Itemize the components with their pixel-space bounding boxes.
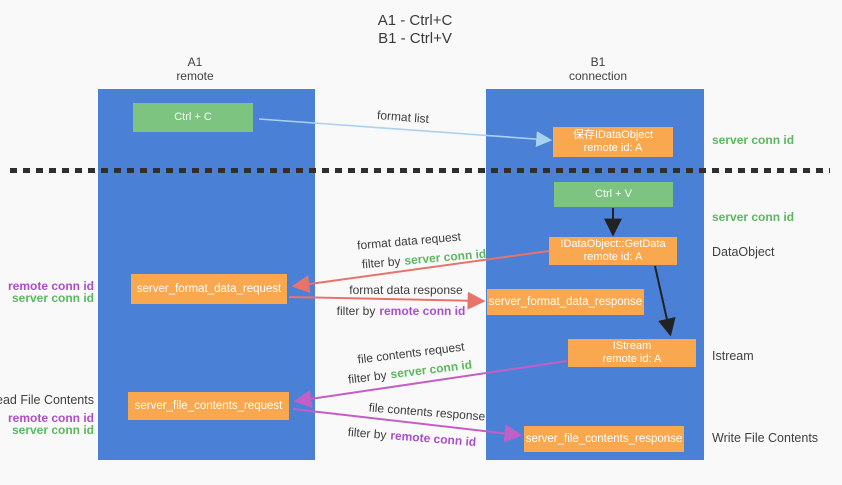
node-server-file-contents-request-label: server_file_contents_request: [134, 399, 283, 412]
node-server-format-data-request-label: server_format_data_request: [136, 282, 282, 295]
node-save-idataobject-line1: 保存IDataObject: [572, 129, 654, 141]
lane-b1-subtitle: connection: [568, 69, 628, 83]
node-ctrl-v-label: Ctrl + V: [595, 188, 632, 200]
node-istream-line1: IStream: [612, 340, 652, 352]
node-idataobject-getdata-line1: IDataObject::GetData: [560, 238, 666, 250]
node-istream: IStream remote id: A: [568, 339, 696, 367]
node-save-idataobject-line2: remote id: A: [583, 142, 643, 154]
arrow-getdata-to-istream: [654, 265, 676, 337]
left-label-server-conn-id-2: server conn id: [11, 423, 94, 437]
remote-conn-id-text: remote conn id: [379, 304, 466, 318]
node-save-idataobject: 保存IDataObject remote id: A: [553, 127, 673, 157]
node-ctrl-v: Ctrl + V: [554, 182, 673, 207]
lane-header-b1: B1 connection: [533, 55, 663, 83]
node-ctrl-c-label: Ctrl + C: [174, 111, 212, 123]
node-server-format-data-request: server_format_data_request: [131, 274, 287, 304]
arrow-file-contents-response: [292, 408, 523, 443]
left-label-server-conn-id-1: server conn id: [11, 291, 94, 305]
node-server-file-contents-request: server_file_contents_request: [128, 392, 289, 420]
right-label-write-file-contents: Write File Contents: [712, 431, 819, 445]
node-server-format-data-response: server_format_data_response: [487, 289, 644, 315]
arrow-file-contents-request: [293, 360, 568, 408]
lane-a1-title: A1: [187, 55, 203, 69]
node-idataobject-getdata-line2: remote id: A: [583, 251, 643, 263]
right-label-dataobject: DataObject: [712, 245, 775, 259]
arrow-format-list: [258, 118, 553, 148]
right-label-server-conn-id-top: server conn id: [712, 133, 795, 147]
left-label-read-file-contents: Read File Contents: [0, 393, 94, 407]
lane-b1-title: B1: [590, 55, 606, 69]
arrow-format-data-request: [291, 250, 550, 293]
filter-by-text: filter by: [336, 304, 376, 318]
title-line-copy: A1 - Ctrl+C: [377, 12, 453, 29]
right-label-istream: Istream: [712, 349, 754, 363]
left-label-remote-conn-id-1: remote conn id: [7, 279, 94, 293]
left-label-remote-conn-id-2: remote conn id: [7, 411, 94, 425]
page-title: A1 - Ctrl+C B1 - Ctrl+V: [330, 12, 500, 48]
node-server-file-contents-response-label: server_file_contents_response: [525, 432, 683, 445]
lane-a1-subtitle: remote: [176, 69, 214, 83]
title-line-paste: B1 - Ctrl+V: [378, 30, 452, 47]
node-server-file-contents-response: server_file_contents_response: [524, 426, 684, 452]
lane-header-a1: A1 remote: [130, 55, 260, 83]
arrow-format-data-response: [288, 291, 486, 310]
right-label-server-conn-id-mid: server conn id: [712, 210, 795, 224]
label-format-data-response: format data response: [349, 283, 463, 297]
node-idataobject-getdata: IDataObject::GetData remote id: A: [549, 237, 677, 265]
node-ctrl-c: Ctrl + C: [133, 103, 253, 132]
node-istream-line2: remote id: A: [602, 353, 662, 365]
dotted-separator-line: [10, 168, 830, 173]
node-server-format-data-response-label: server_format_data_response: [488, 295, 643, 308]
filter-by-text: filter by: [347, 424, 387, 442]
